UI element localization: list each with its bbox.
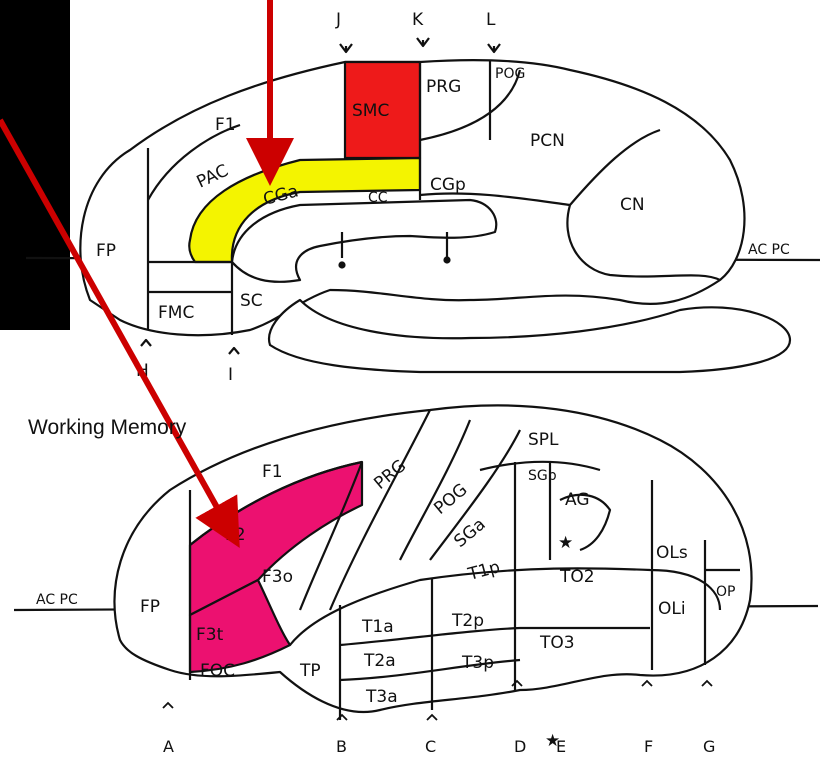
arrow-to-f2 bbox=[0, 118, 240, 548]
axis-label-c: C bbox=[425, 737, 436, 756]
label-f1: F1 bbox=[215, 115, 236, 135]
label-cc: CC bbox=[368, 190, 388, 206]
label-sgp-s: SGp bbox=[528, 468, 557, 484]
working-memory-caption: Working Memory bbox=[28, 416, 187, 439]
black-side-panel bbox=[0, 0, 70, 330]
label-fp-bottom: FP bbox=[140, 597, 160, 617]
marker-i: I bbox=[228, 365, 233, 385]
label-prg: PRG bbox=[426, 77, 461, 97]
label-ols: OLs bbox=[656, 543, 688, 563]
label-sc: SC bbox=[240, 291, 263, 311]
f3t-region bbox=[188, 578, 292, 674]
marker-j: J bbox=[335, 10, 341, 30]
label-spl: SPL bbox=[528, 430, 559, 450]
star-marker-inner: ★ bbox=[558, 533, 573, 553]
label-t2p: T2p bbox=[451, 611, 484, 631]
label-cn: CN bbox=[620, 195, 645, 215]
label-op: OP bbox=[716, 584, 735, 600]
label-f3t: F3t bbox=[196, 625, 224, 645]
annotation-arrows bbox=[0, 0, 294, 548]
bottom-acpc-label: AC PC bbox=[36, 592, 78, 608]
cc-outline bbox=[230, 198, 498, 283]
label-f3o: F3o bbox=[262, 567, 293, 587]
label-t3a: T3a bbox=[365, 687, 398, 707]
axis-label-f: F bbox=[644, 737, 653, 756]
marker-k: K bbox=[412, 10, 424, 30]
label-f2: F2 bbox=[225, 525, 246, 545]
label-t1a: T1a bbox=[361, 617, 394, 637]
label-smc: SMC bbox=[352, 101, 389, 121]
medial-brain-view bbox=[25, 37, 821, 374]
axis-label-a: A bbox=[163, 737, 174, 756]
label-pog: POG bbox=[495, 66, 525, 82]
star-marker-axis: ★ bbox=[545, 731, 560, 751]
label-oli: OLi bbox=[658, 599, 686, 619]
axis-label-d: D bbox=[514, 737, 526, 756]
label-ag: AG bbox=[565, 490, 590, 510]
lateral-brain-view bbox=[13, 404, 819, 720]
label-foc: FOC bbox=[200, 661, 235, 681]
marker-l: L bbox=[486, 10, 496, 30]
top-acpc-label: AC PC bbox=[748, 242, 790, 258]
label-fmc: FMC bbox=[158, 303, 194, 323]
label-pcn: PCN bbox=[530, 131, 565, 151]
medial-outline bbox=[79, 58, 746, 337]
axis-label-b: B bbox=[336, 737, 347, 756]
label-cgp: CGp bbox=[430, 175, 466, 195]
lateral-labels: AC PC SPL F1 PRG POG SGp AG SGa F2 F3o T… bbox=[36, 430, 735, 756]
label-to2: TO2 bbox=[559, 567, 595, 587]
label-t3p: T3p bbox=[461, 653, 494, 673]
label-tp: TP bbox=[299, 661, 321, 681]
label-t2a: T2a bbox=[363, 651, 396, 671]
axis-label-e: E bbox=[556, 737, 566, 756]
label-to3: TO3 bbox=[539, 633, 575, 653]
axis-up-markers bbox=[162, 679, 713, 721]
axis-label-g: G bbox=[703, 737, 715, 756]
label-fp-top: FP bbox=[96, 241, 116, 261]
brainstem-outline bbox=[267, 298, 792, 374]
label-f1-bottom: F1 bbox=[262, 462, 283, 482]
